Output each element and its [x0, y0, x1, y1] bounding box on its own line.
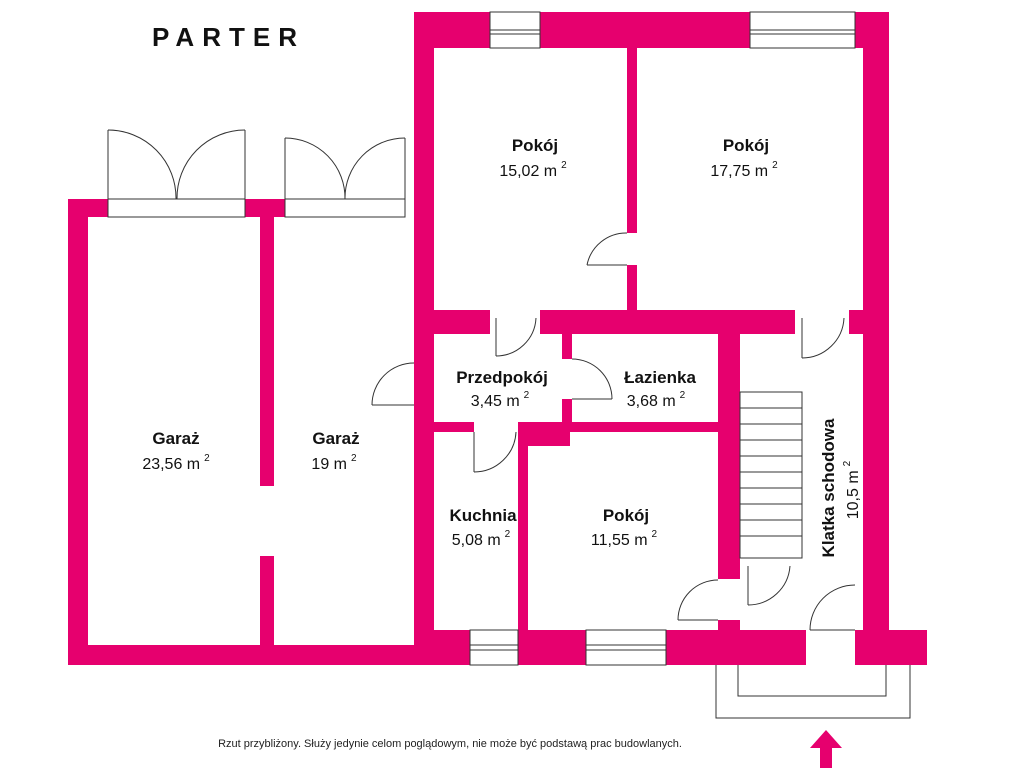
door: [571, 358, 613, 400]
svg-text:11,55 m2: 11,55 m2: [591, 529, 658, 549]
svg-text:19 m2: 19 m2: [311, 453, 357, 473]
wall-segment: [666, 630, 806, 665]
wall-segment: [260, 199, 274, 486]
wall-segment: [855, 630, 927, 665]
svg-text:Łazienka: Łazienka: [624, 368, 696, 387]
svg-text:3,68 m2: 3,68 m2: [627, 390, 686, 410]
entrance-steps: [715, 665, 911, 719]
wall-segment: [68, 199, 88, 665]
svg-text:3,45 m2: 3,45 m2: [471, 390, 530, 410]
disclaimer: Rzut przybliżony. Służy jedynie celom po…: [218, 738, 682, 750]
svg-text:23,56 m2: 23,56 m2: [142, 453, 210, 473]
wall-segment: [562, 334, 572, 359]
svg-text:Klatka schodowa: Klatka schodowa: [819, 418, 838, 557]
wall-segment: [260, 556, 274, 646]
wall-segment: [627, 48, 637, 233]
wall-segment: [518, 432, 570, 446]
wall-segment: [627, 265, 637, 310]
window: [749, 11, 856, 49]
room-label-stairwell: Klatka schodowa 10,5 m2: [819, 418, 862, 557]
garage-door: [284, 137, 406, 218]
door: [809, 584, 856, 631]
wall-segment: [540, 12, 750, 48]
door: [473, 431, 517, 473]
wall-segment: [849, 310, 869, 334]
wall-segment: [540, 310, 795, 334]
door: [801, 317, 845, 359]
svg-text:10,5 m2: 10,5 m2: [842, 460, 862, 519]
door: [677, 579, 719, 621]
staircase: [739, 391, 803, 559]
walls: [68, 12, 927, 665]
wall-segment: [434, 422, 474, 432]
wall-segment: [518, 422, 720, 432]
garage-door: [107, 129, 246, 218]
wall-segment: [414, 630, 470, 665]
wall-segment: [518, 630, 586, 665]
door: [371, 362, 415, 406]
wall-segment: [68, 645, 468, 665]
door: [586, 232, 628, 266]
arrow-up-icon: [810, 730, 842, 768]
svg-text:17,75 m2: 17,75 m2: [710, 160, 778, 180]
wall-segment: [718, 334, 740, 579]
openings: [107, 11, 911, 719]
window: [585, 629, 667, 666]
svg-text:Garaż: Garaż: [152, 429, 199, 448]
door: [495, 317, 537, 357]
door: [747, 565, 791, 606]
svg-text:Kuchnia: Kuchnia: [449, 506, 517, 525]
wall-segment: [863, 12, 889, 665]
svg-text:Pokój: Pokój: [723, 136, 769, 155]
wall-segment: [434, 310, 490, 334]
svg-text:15,02 m2: 15,02 m2: [499, 160, 567, 180]
floor-title: PARTER: [152, 22, 305, 52]
wall-segment: [562, 399, 572, 424]
svg-text:Pokój: Pokój: [603, 506, 649, 525]
svg-text:5,08 m2: 5,08 m2: [452, 529, 511, 549]
window: [489, 11, 541, 49]
wall-segment: [414, 12, 434, 665]
wall-segment: [414, 12, 490, 48]
svg-text:Garaż: Garaż: [312, 429, 359, 448]
svg-text:Pokój: Pokój: [512, 136, 558, 155]
wall-segment: [518, 432, 528, 650]
window: [469, 629, 519, 666]
svg-text:Przedpokój: Przedpokój: [456, 368, 548, 387]
